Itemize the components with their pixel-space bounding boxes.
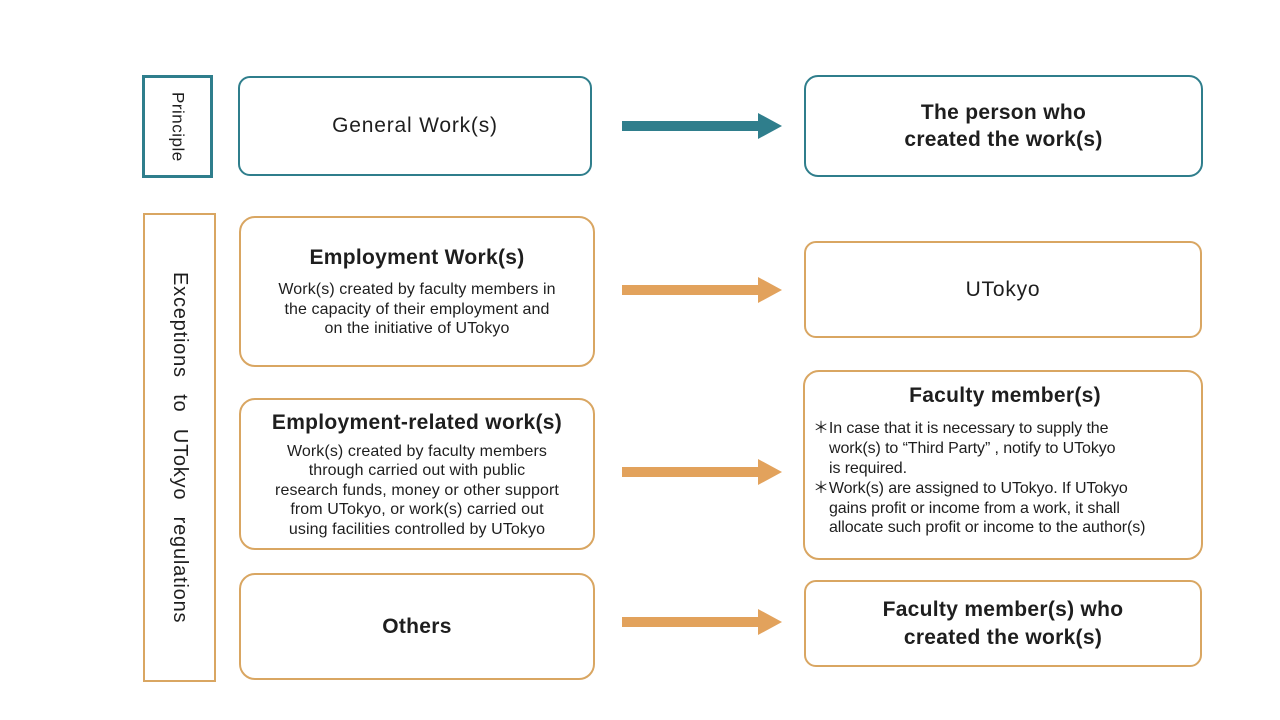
arrow-head	[758, 113, 782, 139]
arrow-head	[758, 277, 782, 303]
related-works-title: Employment-related work(s)	[271, 410, 563, 434]
arrow-related-to-faculty	[622, 459, 782, 485]
general-works-box: General Work(s)	[238, 76, 592, 176]
others-box: Others	[239, 573, 595, 680]
faculty-note: ＊In case that it is necessary to supply …	[813, 420, 1116, 477]
arrow-others-to-faculty-created	[622, 609, 782, 635]
person-title: The person who created the work(s)	[904, 100, 1103, 151]
arrow-general-to-person	[622, 113, 782, 139]
arrow-shaft	[622, 285, 758, 295]
arrow-shaft	[622, 121, 758, 131]
related-works-description: Work(s) created by faculty members throu…	[275, 442, 559, 538]
arrow-head	[758, 609, 782, 635]
arrow-employment-to-utokyo	[622, 277, 782, 303]
utokyo-box: UTokyo	[804, 241, 1202, 338]
faculty-note: ＊Work(s) are assigned to UTokyo. If UTok…	[813, 479, 1146, 537]
faculty-created-box: Faculty member(s) who created the work(s…	[804, 580, 1202, 667]
employment-works-box: Employment Work(s) Work(s) created by fa…	[239, 216, 595, 367]
related-works-box: Employment-related work(s) Work(s) creat…	[239, 398, 595, 550]
faculty-members-title: Faculty member(s)	[909, 384, 1101, 407]
person-box: The person who created the work(s)	[804, 75, 1203, 177]
exceptions-label: Exceptions to UTokyo regulations	[169, 271, 191, 624]
general-works-title: General Work(s)	[332, 114, 498, 138]
principle-label: Principle	[168, 91, 188, 162]
arrow-shaft	[622, 617, 758, 627]
employment-works-description: Work(s) created by faculty members in th…	[278, 281, 556, 338]
utokyo-title: UTokyo	[965, 277, 1041, 301]
faculty-members-box: Faculty member(s) ＊In case that it is ne…	[803, 370, 1203, 560]
others-title: Others	[382, 614, 452, 638]
exceptions-label-box: Exceptions to UTokyo regulations	[143, 213, 216, 682]
arrow-head	[758, 459, 782, 485]
arrow-shaft	[622, 467, 758, 477]
faculty-notes: ＊In case that it is necessary to supply …	[813, 419, 1197, 538]
employment-works-title: Employment Work(s)	[309, 246, 525, 270]
principle-label-box: Principle	[142, 75, 213, 178]
faculty-created-title: Faculty member(s) who created the work(s…	[882, 598, 1124, 649]
